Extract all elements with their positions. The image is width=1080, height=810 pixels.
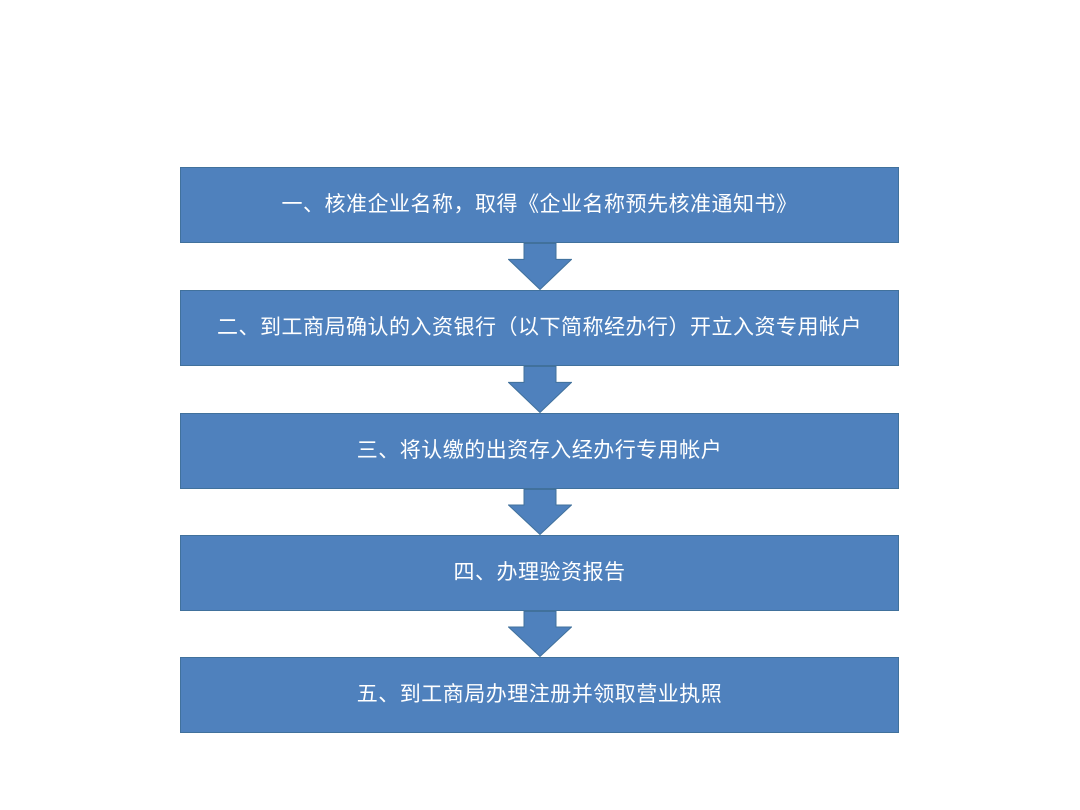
flow-step-label: 二、到工商局确认的入资银行（以下简称经办行）开立入资专用帐户: [217, 315, 862, 340]
flow-step-box[interactable]: 三、将认缴的出资存入经办行专用帐户: [180, 413, 899, 489]
down-arrow-icon: [508, 611, 572, 657]
flow-step-box[interactable]: 一、核准企业名称，取得《企业名称预先核准通知书》: [180, 167, 899, 243]
flow-step-label: 一、核准企业名称，取得《企业名称预先核准通知书》: [281, 192, 798, 217]
flow-step-box[interactable]: 二、到工商局确认的入资银行（以下简称经办行）开立入资专用帐户: [180, 290, 899, 366]
flow-step-label: 四、办理验资报告: [453, 560, 626, 585]
flow-step-label: 三、将认缴的出资存入经办行专用帐户: [356, 438, 723, 463]
flow-step-box[interactable]: 四、办理验资报告: [180, 535, 899, 611]
down-arrow-icon: [508, 243, 572, 290]
down-arrow-icon: [508, 489, 572, 535]
flow-step-label: 五、到工商局办理注册并领取营业执照: [356, 682, 723, 707]
down-arrow-icon: [508, 366, 572, 413]
flow-step-box[interactable]: 五、到工商局办理注册并领取营业执照: [180, 657, 899, 733]
